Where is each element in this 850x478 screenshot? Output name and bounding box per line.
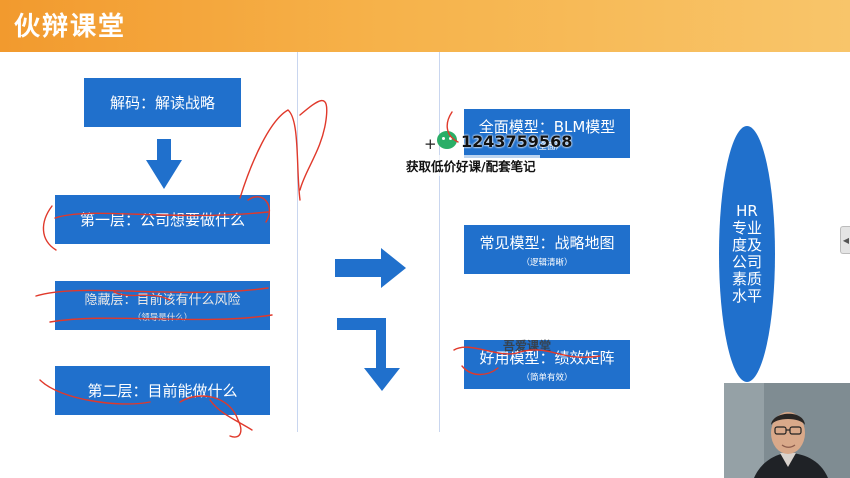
hr-oval-line-6: 水平: [732, 288, 762, 305]
right-arrow-icon: [335, 248, 406, 288]
decode-strategy-label: 解码：解读战略: [110, 92, 215, 113]
hr-oval-line-3: 度及: [732, 237, 762, 254]
hr-oval-line-5: 素质: [732, 271, 762, 288]
decode-strategy-box: 解码：解读战略: [84, 78, 241, 127]
hr-competency-oval: HR 专业 度及 公司 素质 水平: [719, 126, 775, 382]
wechat-icon: [437, 131, 457, 149]
hr-oval-line-4: 公司: [732, 254, 762, 271]
model-performance-matrix-subtitle: （简单有效）: [521, 371, 572, 383]
side-panel-toggle[interactable]: ◀: [840, 226, 850, 254]
divider-line-right: [439, 52, 440, 432]
brand-logo: 伙辩课堂: [14, 6, 126, 43]
model-strategy-map-title: 常见模型：战略地图: [479, 232, 614, 253]
divider-line-left: [297, 52, 298, 432]
watermark-plus: +: [424, 135, 437, 153]
presenter-webcam: [724, 383, 850, 478]
hr-oval-line-1: HR: [732, 203, 762, 220]
model-box-strategy-map: 常见模型：战略地图 （逻辑清晰）: [464, 225, 630, 274]
down-arrow-icon: [146, 139, 182, 189]
hidden-layer-box: 隐藏层：目前该有什么风险 （领导是什么）: [55, 281, 270, 330]
watermark-contact-number: 1243759568: [461, 132, 572, 151]
presenter-silhouette: [724, 383, 850, 478]
app-header: 伙辩课堂: [0, 0, 850, 52]
chevron-left-icon: ◀: [843, 236, 849, 245]
watermark-center-text: 吾爱课堂: [503, 337, 551, 354]
watermark-promo-label: 获取低价好课/配套笔记: [402, 155, 540, 176]
model-strategy-map-subtitle: （逻辑清晰）: [521, 256, 572, 268]
layer1-label: 第一层：公司想要做什么: [80, 209, 245, 230]
hidden-layer-label-2: （领导是什么）: [133, 311, 193, 323]
hidden-layer-label-1: 隐藏层：目前该有什么风险: [84, 289, 240, 308]
layer2-label: 第二层：目前能做什么: [87, 380, 237, 401]
layer1-box: 第一层：公司想要做什么: [55, 195, 270, 244]
elbow-arrow-icon: [337, 318, 400, 391]
layer2-box: 第二层：目前能做什么: [55, 366, 270, 415]
hr-oval-line-2: 专业: [732, 220, 762, 237]
